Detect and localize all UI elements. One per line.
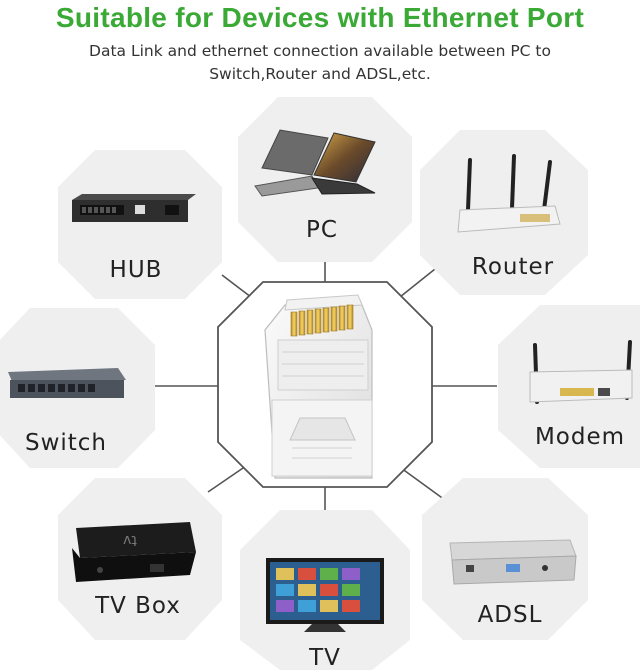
device-pc: PC — [238, 97, 412, 262]
adsl-icon — [449, 539, 577, 585]
device-hub: HUB — [58, 150, 222, 299]
device-adsl: ADSL — [422, 478, 588, 640]
pc-label: PC — [306, 217, 338, 243]
device-tv: TV — [240, 510, 410, 670]
modem-icon — [529, 340, 633, 404]
tv-label: TV — [308, 645, 341, 670]
page-subtitle: Data Link and ethernet connection availa… — [20, 40, 620, 86]
rj45-connector — [264, 294, 373, 479]
laptop-icon — [254, 129, 376, 197]
router-label: Router — [472, 254, 554, 280]
tvbox-icon: tv — [72, 522, 196, 582]
adsl-label: ADSL — [478, 602, 543, 628]
tvbox-label: TV Box — [94, 593, 181, 619]
svg-text:tv: tv — [123, 532, 137, 548]
hub-label: HUB — [110, 257, 163, 283]
router-icon — [457, 154, 561, 233]
device-tvbox: tv TV Box — [58, 478, 222, 640]
switch-label: Switch — [25, 430, 107, 456]
modem-label: Modem — [535, 424, 625, 450]
subtitle-line-1: Data Link and ethernet connection availa… — [89, 42, 551, 60]
page-title: Suitable for Devices with Ethernet Port — [55, 2, 585, 33]
hub-icon — [72, 194, 196, 222]
subtitle-line-2: Switch,Router and ADSL,etc. — [209, 65, 431, 83]
device-modem: Modem — [498, 305, 640, 468]
device-router: Router — [420, 130, 588, 295]
tv-icon — [266, 558, 384, 632]
device-switch: Switch — [0, 308, 155, 468]
switch-icon — [8, 368, 126, 398]
